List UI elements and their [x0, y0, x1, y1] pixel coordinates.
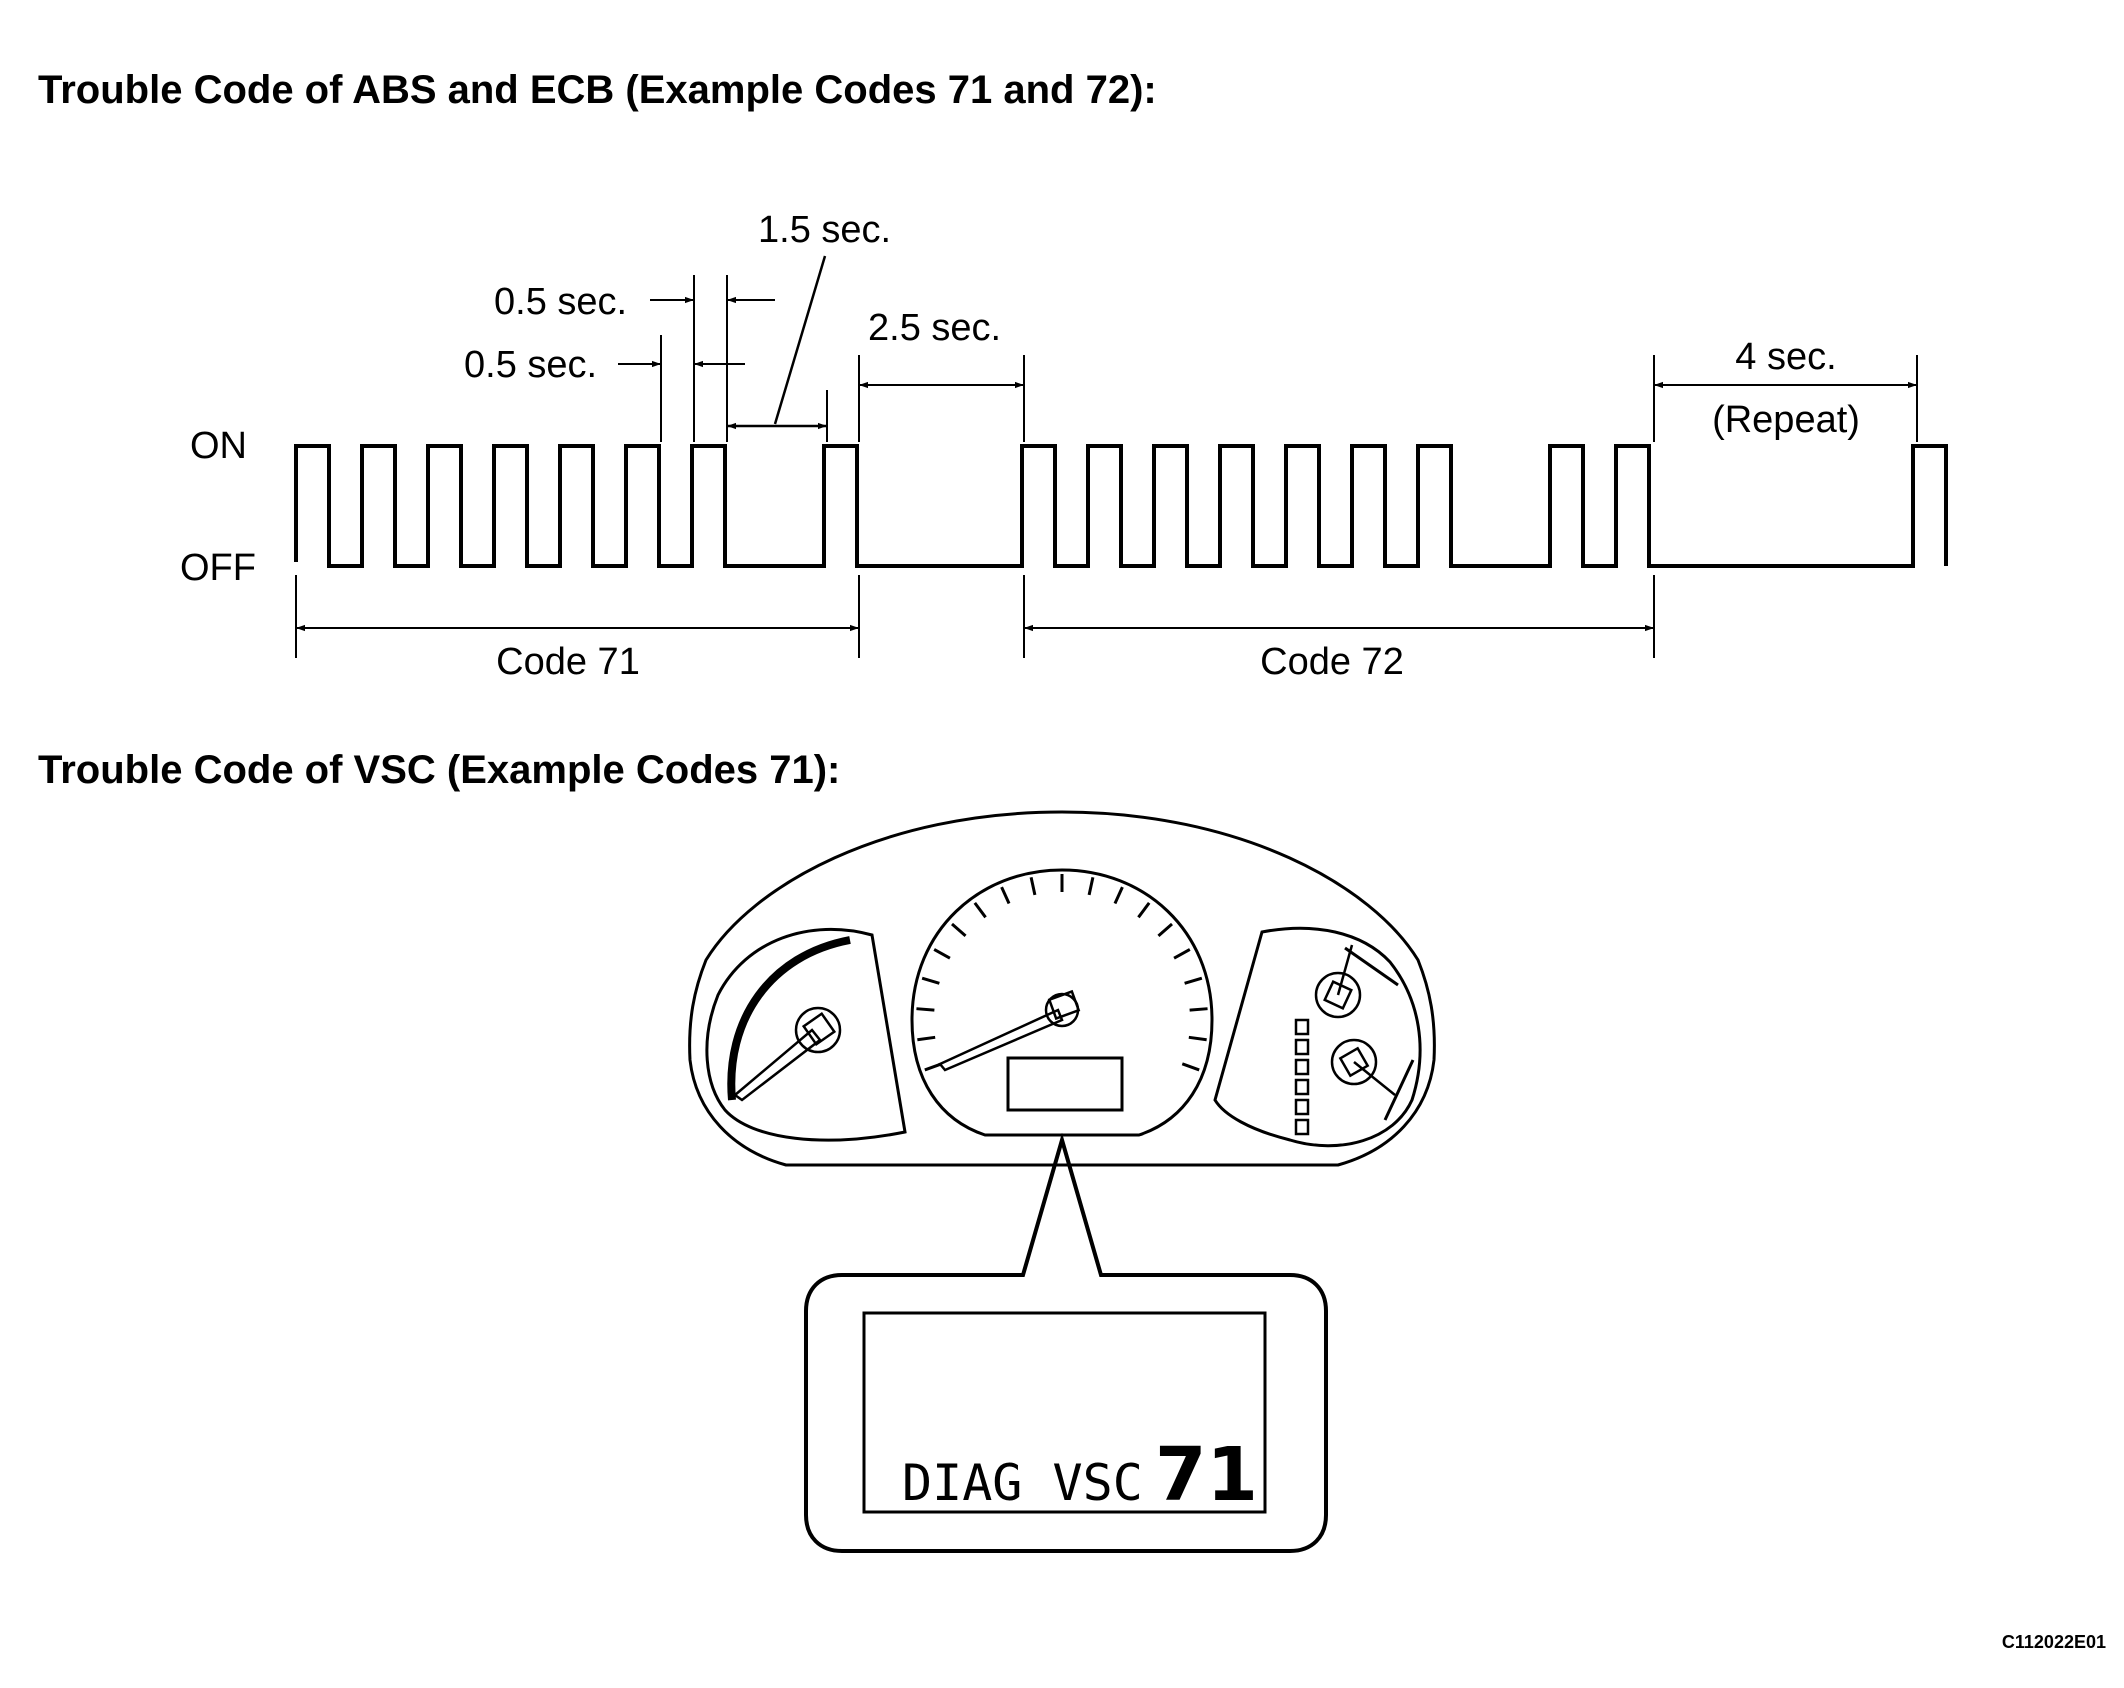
fuel-gauge: [1314, 944, 1399, 1019]
cluster-display-window: [1006, 1056, 1124, 1112]
speedometer-tick: [916, 1007, 935, 1012]
speedometer-tick: [1137, 901, 1151, 919]
speedometer-tick: [924, 1062, 943, 1072]
off-state-label: OFF: [180, 547, 256, 589]
speedometer-tick: [1029, 876, 1037, 896]
zoomed-display-screen: [862, 1311, 1267, 1514]
speedometer-tick: [1189, 1007, 1208, 1012]
abs-ecb-title: Trouble Code of ABS and ECB (Example Cod…: [38, 68, 1157, 112]
temperature-gauge: [1330, 1038, 1415, 1121]
digit-gap-time-label: 1.5 sec.: [758, 209, 891, 251]
speedometer-tick: [1157, 922, 1173, 937]
timing-chart: ON OFF 0.5 sec. 0.5 sec. 1.5 sec.: [180, 209, 1948, 683]
speedometer-tick: [921, 976, 940, 985]
tachometer-needle: [732, 1006, 842, 1102]
instrument-cluster: [688, 810, 1436, 1553]
speedometer-tick: [1113, 886, 1124, 905]
speedometer-tick: [1087, 876, 1095, 896]
speedometer-tick: [917, 1035, 936, 1042]
code-71-label: Code 71: [496, 641, 640, 683]
display-callout: [804, 1132, 1328, 1553]
right-gauge-pod: [1213, 926, 1422, 1148]
speedometer-ticks: [916, 874, 1208, 1072]
speedometer-tick: [1173, 948, 1191, 960]
cluster-housing: [688, 810, 1436, 1167]
left-gauge-pod: [705, 927, 907, 1142]
speedometer-tick: [951, 922, 967, 937]
speedometer-needle: [937, 989, 1081, 1072]
speedometer-tick: [933, 948, 951, 960]
on-state-label: ON: [190, 425, 247, 467]
tachometer-scale-band: [727, 936, 851, 1101]
figure-reference-id: C112022E01: [2002, 1632, 2106, 1652]
code-72-label: Code 72: [1260, 641, 1404, 683]
speedometer-tick: [1181, 1062, 1200, 1072]
display-code-value: 71: [1155, 1432, 1258, 1518]
pulse-off-time-label: 0.5 sec.: [494, 281, 627, 323]
speedometer-tick: [1000, 886, 1011, 905]
vsc-title: Trouble Code of VSC (Example Codes 71):: [38, 748, 841, 792]
repeat-time-label: 4 sec.: [1735, 336, 1836, 378]
digit-gap-leader-line: [773, 255, 827, 425]
speedometer-face: [910, 868, 1214, 1137]
speedometer-tick: [1184, 976, 1203, 985]
display-diag-text: DIAG VSC: [902, 1454, 1143, 1512]
speedometer-tick: [1188, 1035, 1207, 1042]
pulse-on-time-label: 0.5 sec.: [464, 344, 597, 386]
dimension-extension-lines: [295, 275, 1918, 658]
speedometer-tick: [973, 901, 987, 919]
indicator-lamp-column: [1294, 1018, 1310, 1136]
code-gap-time-label: 2.5 sec.: [868, 307, 1001, 349]
signal-waveform: [294, 444, 1948, 568]
repeat-label: (Repeat): [1712, 399, 1860, 441]
